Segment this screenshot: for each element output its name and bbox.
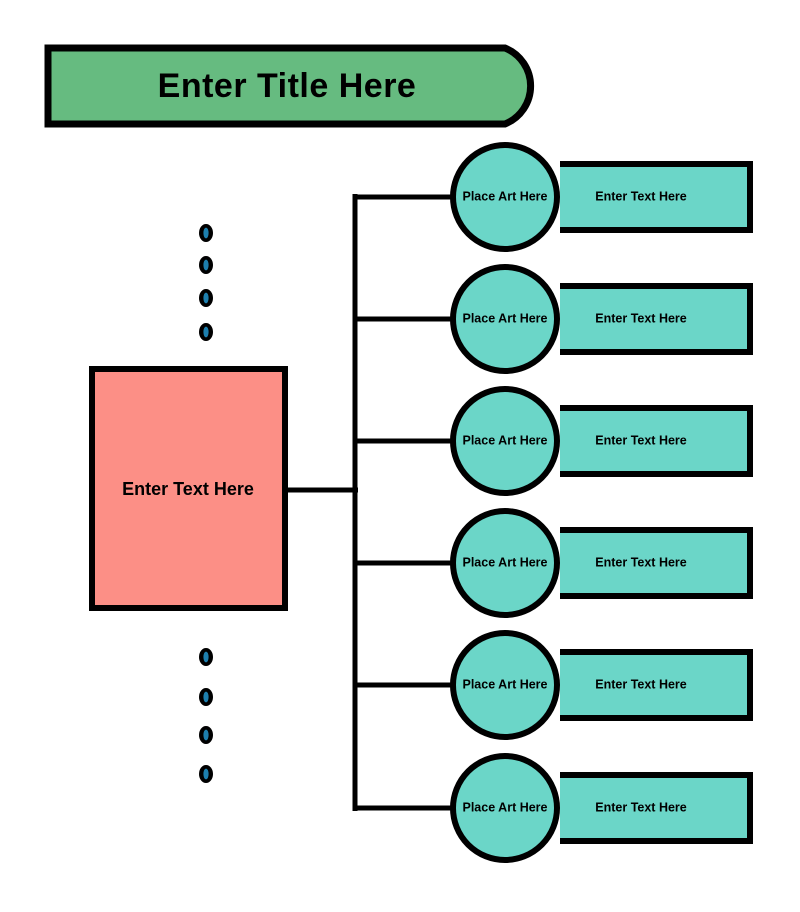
ellipsis-dot [199, 323, 213, 341]
list-item[interactable]: Enter Text Here Place Art Here [450, 630, 753, 740]
ellipsis-dots-top [199, 224, 213, 341]
list-item[interactable]: Enter Text Here Place Art Here [450, 386, 753, 496]
row-circle-label: Place Art Here [463, 189, 548, 203]
title-banner-shape [44, 44, 535, 128]
connector-lines [287, 194, 470, 811]
row-circle-shape [450, 264, 560, 374]
ellipsis-dot [199, 256, 213, 274]
row-bar-label: Enter Text Here [595, 677, 687, 691]
row-circle-shape [450, 386, 560, 496]
list-item[interactable]: Enter Text Here Place Art Here [450, 264, 753, 374]
row-circle-label: Place Art Here [463, 800, 548, 814]
center-node-label: Enter Text Here [122, 479, 254, 499]
ellipsis-dot [199, 289, 213, 307]
ellipsis-dots-bottom [199, 648, 213, 783]
row-bar-shape [560, 283, 753, 355]
row-circle-label: Place Art Here [463, 677, 548, 691]
row-bar-label: Enter Text Here [595, 800, 687, 814]
row-bar-label: Enter Text Here [595, 311, 687, 325]
row-bar-shape [560, 161, 753, 233]
row-bar-shape [560, 527, 753, 599]
row-circle-shape [450, 508, 560, 618]
row-bar-shape [560, 405, 753, 477]
row-circle-label: Place Art Here [463, 311, 548, 325]
row-bar-label: Enter Text Here [595, 555, 687, 569]
ellipsis-dot [199, 224, 213, 242]
ellipsis-dot [199, 765, 213, 783]
title-banner-label: Enter Title Here [158, 67, 417, 105]
row-bar-shape [560, 772, 753, 844]
row-circle-shape [450, 753, 560, 863]
row-circle-label: Place Art Here [463, 433, 548, 447]
list-item[interactable]: Enter Text Here Place Art Here [450, 753, 753, 863]
ellipsis-dot [199, 726, 213, 744]
ellipsis-dot [199, 648, 213, 666]
row-circle-shape [450, 142, 560, 252]
row-bar-label: Enter Text Here [595, 189, 687, 203]
row-circle-label: Place Art Here [463, 555, 548, 569]
center-node-shape [89, 366, 288, 611]
ellipsis-dot [199, 688, 213, 706]
title-banner[interactable]: Enter Title Here [44, 44, 535, 128]
list-item[interactable]: Enter Text Here Place Art Here [450, 508, 753, 618]
center-node[interactable]: Enter Text Here [89, 366, 288, 611]
row-bar-shape [560, 649, 753, 721]
row-circle-shape [450, 630, 560, 740]
row-bar-label: Enter Text Here [595, 433, 687, 447]
list-item[interactable]: Enter Text Here Place Art Here [450, 142, 753, 252]
